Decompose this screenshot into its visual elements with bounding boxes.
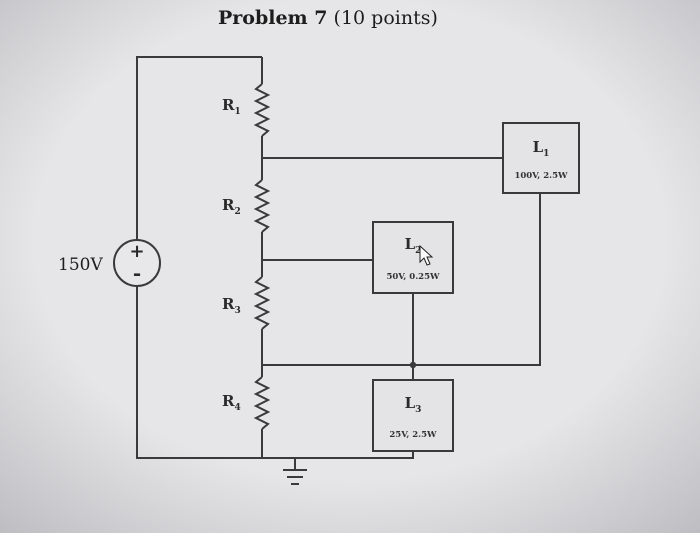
- lamp-l1-box: [502, 122, 580, 194]
- resistor-r2-label: R2: [222, 196, 241, 217]
- lamp-l1-label: L1: [533, 138, 550, 159]
- ground-symbol: [283, 469, 307, 485]
- lamp-l1-rating: 100V, 2.5W: [514, 171, 568, 181]
- source-minus-sign: -: [133, 261, 141, 285]
- voltage-source: [113, 239, 161, 287]
- junction-dot: [409, 361, 417, 369]
- wire-bottom-left: [136, 286, 262, 459]
- resistor-r3: [253, 276, 271, 330]
- resistor-r2: [253, 179, 271, 233]
- resistor-r1-label: R1: [222, 96, 241, 117]
- wire-top-left: [136, 56, 262, 240]
- resistor-r3-label: R3: [222, 295, 241, 316]
- wire-l1-return: [262, 193, 541, 366]
- lamp-l2-rating: 50V, 0.25W: [386, 272, 440, 282]
- resistor-r4-label: R4: [222, 392, 241, 413]
- lamp-l2-box: [372, 221, 454, 294]
- lamp-l3-rating: 25V, 2.5W: [389, 430, 437, 440]
- mouse-pointer-icon: [419, 244, 434, 266]
- wire-l3-bottom: [262, 451, 414, 459]
- lamp-l2-label: L2: [405, 235, 422, 256]
- source-plus-sign: +: [129, 241, 144, 262]
- source-voltage-label: 150V: [58, 255, 103, 275]
- problem-title: Problem 7 (10 points): [218, 7, 438, 29]
- resistor-r1: [253, 83, 271, 137]
- lamp-l3-box: [372, 379, 454, 452]
- resistor-r4: [253, 376, 271, 430]
- lamp-l3-label: L3: [405, 394, 422, 415]
